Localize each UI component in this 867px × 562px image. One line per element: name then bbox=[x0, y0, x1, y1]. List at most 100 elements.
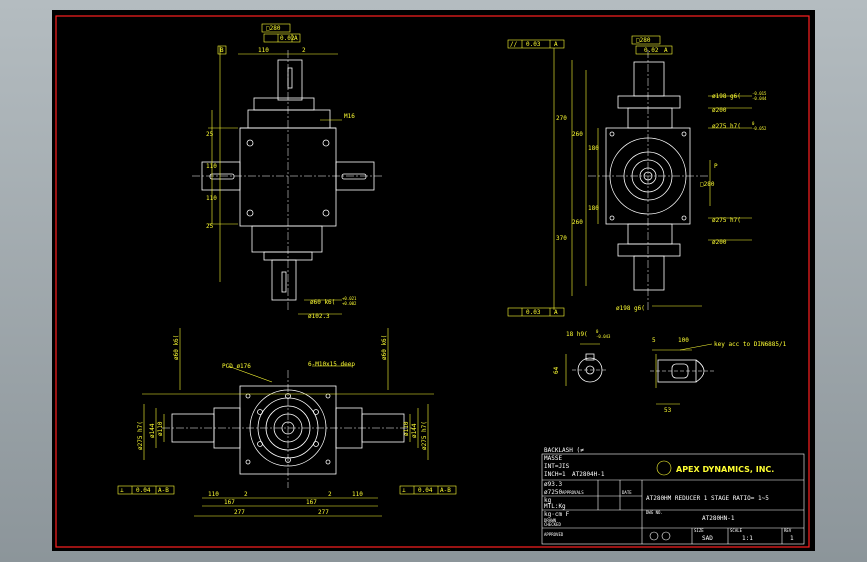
front-shaft-tol-lo: +0.002 bbox=[342, 301, 357, 306]
top-h7-right: ø275 h7( bbox=[421, 421, 428, 450]
side-lower-flange bbox=[617, 243, 681, 257]
top-dim-2l: 2 bbox=[244, 491, 248, 498]
front-shaft-dia: ø60 k6( bbox=[310, 299, 335, 306]
key-detail-dims bbox=[565, 343, 713, 405]
side-bottom-shaft bbox=[633, 255, 665, 291]
front-right-key bbox=[341, 173, 367, 180]
front-dim-110a: 110 bbox=[206, 163, 217, 170]
top-perp-ref-left: A-B bbox=[158, 487, 169, 494]
drawing-sheet[interactable]: □280 0.02 A B 110 2 M16 25 110 110 25 ø6… bbox=[52, 10, 815, 551]
side-view-dims bbox=[507, 35, 752, 317]
side-view bbox=[588, 50, 708, 310]
side-parallel-val: 0.03 bbox=[526, 41, 541, 48]
title-note-5: ø7250 bbox=[544, 489, 562, 496]
side-dim-260a: 260 bbox=[572, 131, 583, 138]
title-note-4: AT2804H-1 bbox=[572, 471, 605, 478]
top-perp-val-left: 0.04 bbox=[136, 487, 151, 494]
title-backlash: BACKLASH (≠ bbox=[544, 447, 584, 454]
side-dim-180b: 180 bbox=[588, 205, 599, 212]
top-view bbox=[162, 370, 414, 488]
top-view-text: PCD ø176 6-M10x15 deep ø60 k6( ø60 k6( ø… bbox=[120, 335, 451, 516]
top-perp-sym-left: ⟂ bbox=[120, 487, 124, 494]
front-upper-hub bbox=[247, 109, 331, 129]
title-note-1: INT=JIS bbox=[544, 463, 570, 470]
side-dim-270b: 370 bbox=[556, 235, 567, 242]
top-d144b: ø144 bbox=[411, 423, 418, 438]
key-dim-53: 53 bbox=[664, 407, 672, 414]
key-tol-lo: -0.043 bbox=[596, 334, 611, 339]
key-dim-64: 64 bbox=[553, 366, 560, 374]
side-dia-198-tol-lo: -0.044 bbox=[752, 96, 767, 101]
top-h7-left: ø275 h7( bbox=[137, 421, 144, 450]
dwg-number: AT280HN-1 bbox=[702, 515, 735, 522]
size-label: SIZE bbox=[694, 528, 704, 533]
side-dim-280: □280 bbox=[700, 181, 715, 188]
company-name: APEX DYNAMICS, INC. bbox=[676, 465, 774, 474]
side-dia-198-tol-up: -0.015 bbox=[752, 91, 767, 96]
title-note-6: kg bbox=[544, 497, 552, 504]
side-top-flange bbox=[617, 95, 681, 109]
title-label-approved: APPROVED bbox=[544, 532, 564, 537]
front-view-dims bbox=[208, 23, 342, 315]
front-dim-25a: 25 bbox=[206, 131, 214, 138]
front-dim-25b: 25 bbox=[206, 223, 214, 230]
side-parallel-ref: A bbox=[554, 41, 558, 48]
top-dim-167l: 167 bbox=[224, 499, 235, 506]
title-label-checked: CHECKED bbox=[544, 522, 561, 527]
front-view bbox=[192, 50, 384, 310]
top-dim-110r: 110 bbox=[352, 491, 363, 498]
drawing-frame bbox=[55, 15, 810, 548]
sheet-value: 1 bbox=[790, 535, 794, 542]
scale-value: 1:1 bbox=[742, 535, 753, 542]
side-dim-180a: 180 bbox=[588, 145, 599, 152]
top-perp-sym-right: ⟂ bbox=[402, 487, 406, 494]
title-label-date: DATE bbox=[622, 490, 632, 495]
side-parallel-bot-val: 0.03 bbox=[526, 309, 541, 316]
front-view-text: □280 0.02 A B 110 2 M16 25 110 110 25 ø6… bbox=[206, 25, 357, 320]
title-note-8: kg·cm F bbox=[544, 511, 570, 518]
side-dim-270a: 270 bbox=[556, 115, 567, 122]
top-dim-277r: 277 bbox=[318, 509, 329, 516]
top-view-dims bbox=[117, 328, 457, 517]
front-dim-110b: 110 bbox=[206, 195, 217, 202]
top-d110: ø110 bbox=[157, 421, 164, 436]
side-dia-200-top: ø200 bbox=[712, 107, 727, 114]
front-top-shaft bbox=[277, 59, 303, 101]
title-note-3: ø93.3 bbox=[544, 481, 562, 488]
side-lower-hub bbox=[627, 223, 673, 245]
side-dia-275-top: ø275 h7( bbox=[712, 123, 741, 130]
side-parallel-bot-ref: A bbox=[554, 309, 558, 316]
side-tol-top-val: 0.02 bbox=[644, 47, 659, 54]
side-top-hub bbox=[627, 107, 673, 129]
drawing-canvas[interactable]: □280 0.02 A B 110 2 M16 25 110 110 25 ø6… bbox=[52, 10, 815, 551]
top-perp-val-right: 0.04 bbox=[418, 487, 433, 494]
top-holes: 6-M10x15 deep bbox=[308, 361, 355, 368]
side-view-text: // 0.03 A □280 0.02 A ø198 g6( -0.015 -0… bbox=[510, 37, 767, 316]
front-dim-2: 2 bbox=[302, 47, 306, 54]
rev-label: REV bbox=[784, 528, 792, 533]
title-block-text: BACKLASH (≠ MASSE INT=JIS INCH=1 ø93.3 A… bbox=[544, 447, 794, 542]
front-flatness-ref: A bbox=[294, 35, 298, 42]
front-left-key bbox=[209, 173, 235, 180]
top-dim-2r: 2 bbox=[328, 491, 332, 498]
front-bottom-shaft bbox=[271, 259, 297, 301]
side-tol-top: □280 bbox=[636, 37, 651, 44]
key-dim-5: 5 bbox=[652, 337, 656, 344]
top-dim-277l: 277 bbox=[234, 509, 245, 516]
side-parallel-sym: // bbox=[510, 41, 518, 48]
top-dim-60-right: ø60 k6( bbox=[381, 335, 388, 360]
front-thread: M16 bbox=[344, 113, 355, 120]
title-note-2: INCH=1 bbox=[544, 471, 566, 478]
top-dim-167r: 167 bbox=[306, 499, 317, 506]
title-note-7: MTL:Kg bbox=[544, 503, 566, 510]
top-pcd: PCD ø176 bbox=[222, 363, 251, 370]
title-label-drawn: DRAWN bbox=[544, 518, 557, 523]
top-perp-ref-right: A-B bbox=[440, 487, 451, 494]
front-dia-102: ø102.3 bbox=[308, 313, 330, 320]
top-d110b: ø110 bbox=[403, 421, 410, 436]
front-dim-110-top: 110 bbox=[258, 47, 269, 54]
side-dia-200-bot: ø200 bbox=[712, 239, 727, 246]
key-detail bbox=[572, 353, 716, 383]
side-dim-p: P bbox=[714, 163, 718, 170]
